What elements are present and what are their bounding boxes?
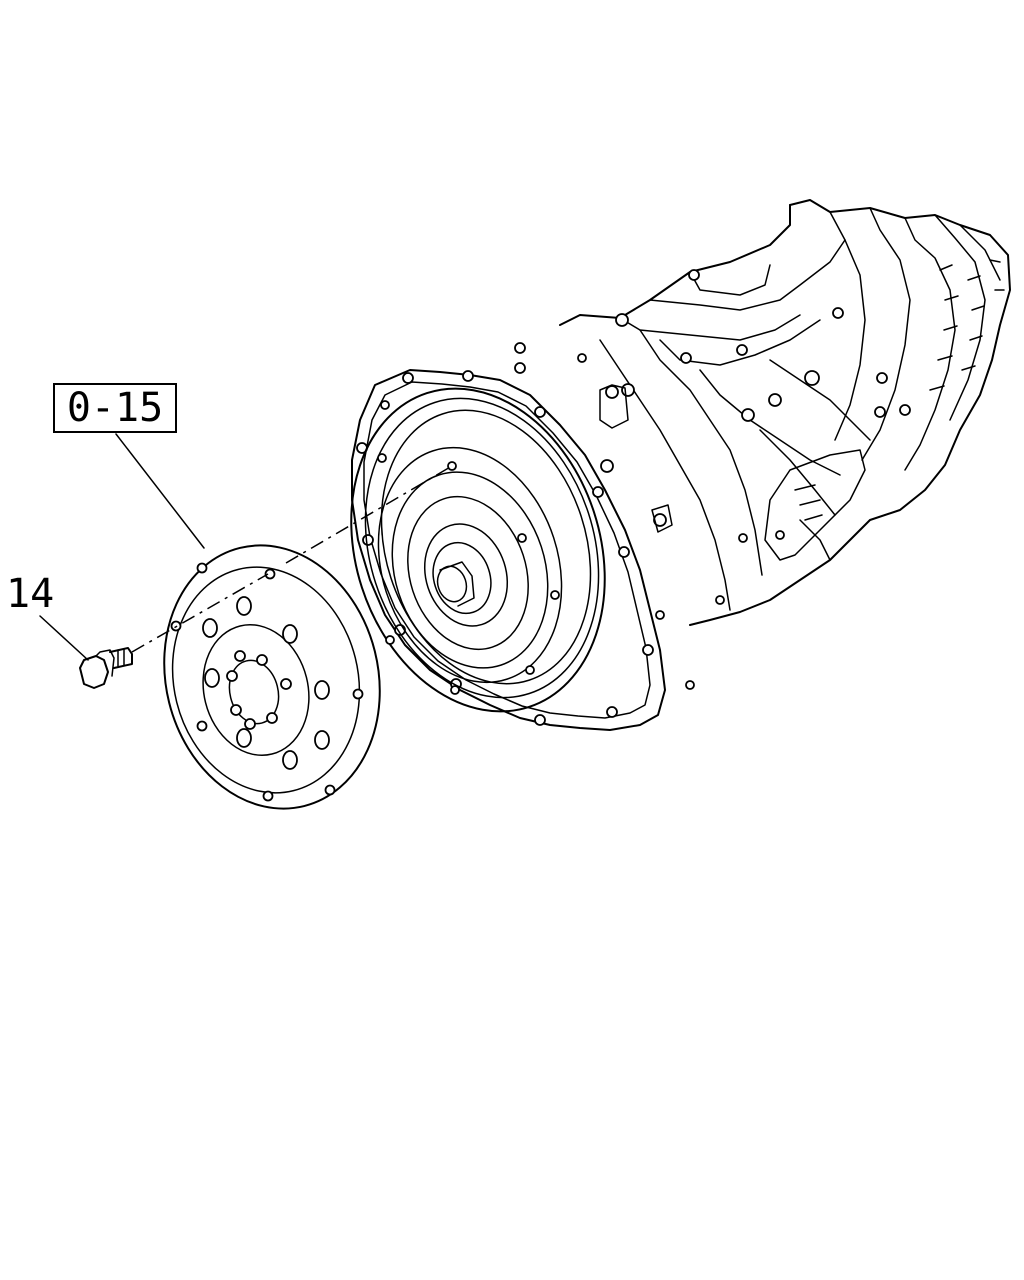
leader-line-bolt — [39, 615, 89, 661]
torque-converter — [350, 387, 606, 713]
flange-bolt — [79, 647, 133, 689]
leader-line-assembly — [115, 433, 205, 549]
transmission-housing — [514, 199, 1011, 690]
alignment-center-line — [131, 465, 453, 653]
assembly-reference-callout: 0-15 — [53, 383, 177, 433]
bolt-reference-callout: 14 — [6, 571, 55, 617]
bell-housing — [351, 369, 666, 731]
flexplate — [163, 544, 381, 810]
